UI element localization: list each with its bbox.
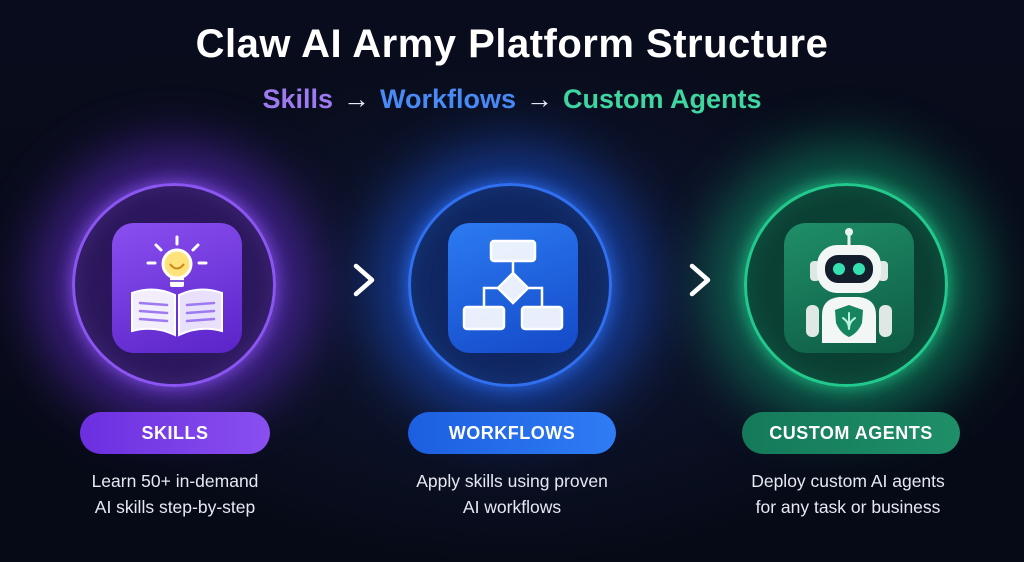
subtitle-arrow-1: →: [343, 84, 370, 114]
workflows-description-line: Apply skills using proven: [416, 471, 608, 491]
workflows-description: Apply skills using proven AI workflows: [382, 468, 642, 520]
custom-agents-label: CUSTOM AGENTS: [742, 412, 960, 454]
open-book-lightbulb-icon: [112, 223, 242, 353]
skills-node: [72, 183, 276, 387]
subtitle-arrow-2: →: [526, 84, 554, 114]
skills-description: Learn 50+ in-demand AI skills step-by-st…: [45, 468, 305, 520]
agents-description-line: for any task or business: [755, 497, 941, 517]
skills-label: SKILLS: [80, 412, 270, 454]
flow-arrow-right-icon: [626, 263, 711, 297]
agents-description-line: Deploy custom AI agents: [751, 471, 945, 491]
flowchart-icon: [448, 223, 578, 353]
page-title: Claw AI Army Platform Structure: [195, 22, 829, 66]
agents-node: [744, 183, 948, 387]
workflows-description-line: AI workflows: [462, 497, 562, 517]
subtitle-workflows: Workflows: [380, 84, 517, 114]
robot-icon: [784, 223, 914, 353]
workflows-label: WORKFLOWS: [408, 412, 616, 454]
flow-arrow-right-icon: [290, 263, 375, 297]
workflows-node: [408, 183, 612, 387]
page-subtitle: Skills → Workflows → Custom Agents: [0, 84, 1024, 115]
subtitle-agents: Custom Agents: [563, 84, 762, 114]
agents-description: Deploy custom AI agents for any task or …: [718, 468, 978, 520]
skills-description-line: AI skills step-by-step: [94, 497, 256, 517]
skills-description-line: Learn 50+ in-demand: [91, 471, 259, 491]
subtitle-skills: Skills: [262, 84, 333, 114]
